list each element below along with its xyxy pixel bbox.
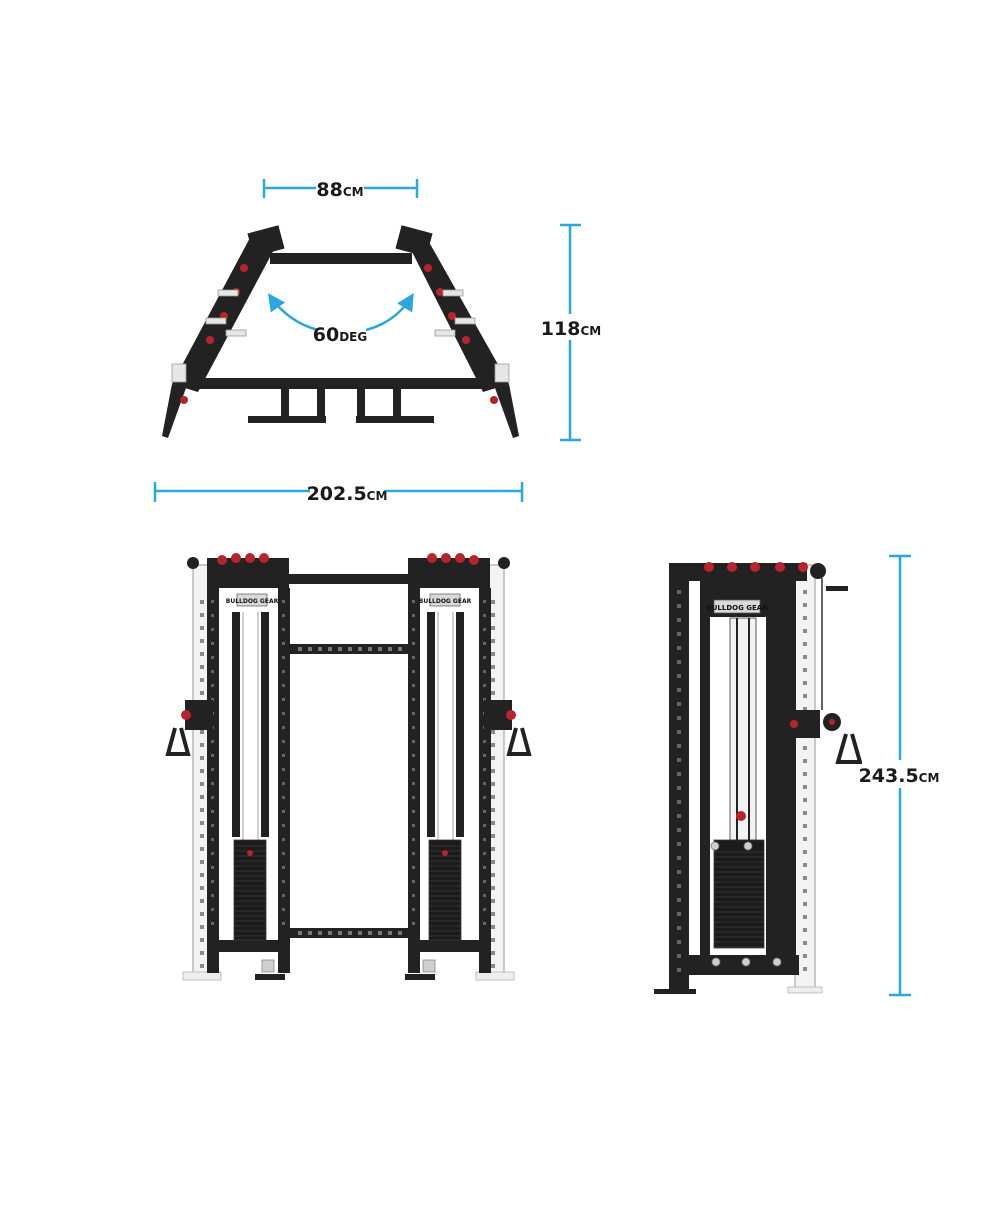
front-right-brand-label: BULLDOG GEAR: [419, 598, 472, 605]
top-view: 88CM: [153, 176, 601, 505]
height-label: 243.5CM: [859, 765, 940, 787]
total-width-label: 202.5CM: [307, 483, 388, 505]
right-weight-stack: [428, 839, 462, 941]
side-view: BULLDOG GEAR: [654, 554, 940, 997]
side-front-upright: [669, 563, 689, 991]
top-width-dimension: 88CM: [262, 176, 419, 201]
front-left-brand-label: BULLDOG GEAR: [226, 598, 279, 605]
depth-label: 118CM: [541, 318, 601, 340]
left-weight-stack: [233, 839, 267, 941]
angle-indicator: 60DEG: [268, 293, 414, 346]
height-dimension: 243.5CM: [859, 554, 940, 997]
top-width-label: 88CM: [316, 179, 363, 201]
top-view-frame: [162, 225, 519, 438]
side-weight-stack: [713, 839, 765, 949]
depth-dimension: 118CM: [541, 223, 601, 442]
side-white-upright: [794, 564, 816, 991]
angle-label: 60DEG: [313, 324, 367, 346]
front-view: BULLDOG GEAR BULLDOG GEAR: [165, 553, 532, 981]
side-brand-label: BULLDOG GEAR: [706, 604, 768, 612]
total-width-dimension: 202.5CM: [153, 479, 524, 505]
